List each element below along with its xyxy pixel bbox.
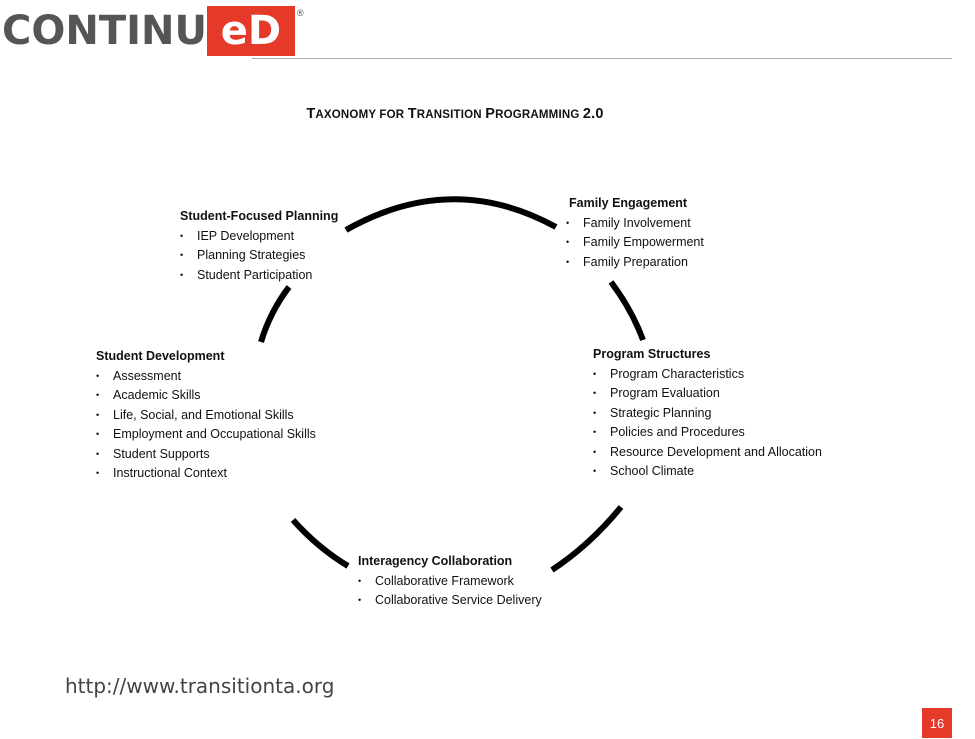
group-student-focused-planning: Student-Focused Planning IEP Development… bbox=[180, 207, 338, 285]
group-student-development: Student Development Assessment Academic … bbox=[96, 347, 316, 484]
list-item: Resource Development and Allocation bbox=[593, 443, 822, 463]
list-item: Planning Strategies bbox=[180, 246, 338, 266]
list-item: Strategic Planning bbox=[593, 404, 822, 424]
list-item: School Climate bbox=[593, 462, 822, 482]
list-item: Family Preparation bbox=[566, 253, 704, 273]
arc-right-bottom bbox=[550, 505, 624, 573]
list-item: Student Participation bbox=[180, 266, 338, 286]
list-item: Instructional Context bbox=[96, 464, 316, 484]
group-interagency-collaboration: Interagency Collaboration Collaborative … bbox=[358, 552, 542, 611]
logo-text: CONTINU bbox=[2, 8, 207, 54]
group-title: Family Engagement bbox=[569, 196, 688, 210]
list-item: Program Characteristics bbox=[593, 365, 822, 385]
list-item: Employment and Occupational Skills bbox=[96, 425, 316, 445]
group-title: Program Structures bbox=[593, 347, 711, 361]
group-program-structures: Program Structures Program Characteristi… bbox=[593, 345, 822, 482]
header-divider bbox=[252, 58, 952, 59]
list-item: Family Empowerment bbox=[566, 233, 704, 253]
continued-logo: CONTINU eD ® bbox=[2, 6, 304, 56]
list-item: Family Involvement bbox=[566, 214, 704, 234]
list-item: IEP Development bbox=[180, 227, 338, 247]
list-item: Life, Social, and Emotional Skills bbox=[96, 406, 316, 426]
list-item: Student Supports bbox=[96, 445, 316, 465]
arc-top bbox=[344, 196, 558, 233]
group-title: Interagency Collaboration bbox=[358, 554, 513, 568]
list-item: Collaborative Service Delivery bbox=[358, 591, 542, 611]
diagram-title: TAXONOMY FOR TRANSITION PROGRAMMING 2.0 bbox=[306, 106, 604, 122]
registered-mark: ® bbox=[296, 8, 304, 18]
arc-right-top bbox=[608, 280, 646, 342]
list-item: Academic Skills bbox=[96, 386, 316, 406]
list-item: Collaborative Framework bbox=[358, 572, 542, 592]
group-title: Student-Focused Planning bbox=[180, 209, 339, 223]
list-item: Policies and Procedures bbox=[593, 423, 822, 443]
list-item: Assessment bbox=[96, 367, 316, 387]
list-item: Program Evaluation bbox=[593, 384, 822, 404]
logo-highlight: eD bbox=[206, 6, 295, 56]
arc-left bbox=[258, 285, 292, 343]
group-family-engagement: Family Engagement Family Involvement Fam… bbox=[566, 194, 704, 272]
arc-bottom-left bbox=[290, 518, 350, 569]
source-url: http://www.transitionta.org bbox=[65, 674, 335, 698]
group-title: Student Development bbox=[96, 349, 225, 363]
page-number-badge: 16 bbox=[922, 708, 952, 738]
